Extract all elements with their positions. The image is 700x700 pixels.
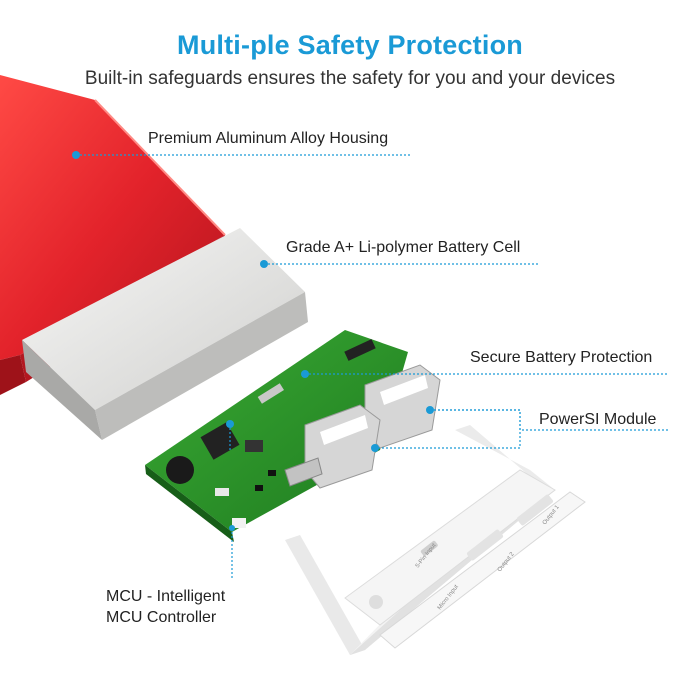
page-subtitle: Built-in safeguards ensures the safety f…: [84, 68, 616, 89]
callout-dots: [72, 151, 434, 531]
callout-module: PowerSI Module: [539, 411, 657, 428]
callout-housing: Premium Aluminum Alloy Housing: [148, 130, 389, 147]
callout-mcu: MCU - Intelligent MCU Controller: [106, 586, 225, 628]
callout-lines: [76, 154, 668, 580]
callout-protection: Secure Battery Protection: [470, 349, 653, 366]
battery-cell: [22, 228, 308, 440]
callout-battery: Grade A+ Li-polymer Battery Cell: [286, 239, 521, 256]
page-title: Multi-ple Safety Protection: [177, 30, 523, 60]
callout-mcu-line1: MCU - Intelligent: [106, 588, 226, 605]
callout-mcu-line2: MCU Controller: [106, 609, 217, 626]
micro-usb-port: [284, 457, 323, 487]
circuit-board: [145, 330, 441, 542]
end-cap-frame: [285, 425, 556, 655]
end-cap-faceplate: [379, 491, 586, 649]
capacitor-icon: [166, 456, 194, 484]
